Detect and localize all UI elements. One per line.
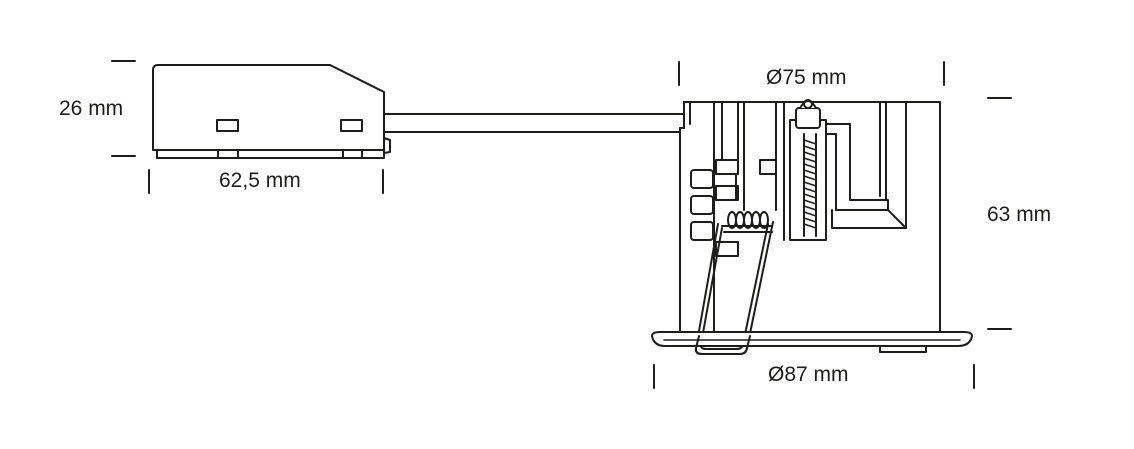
terminal-clips [690,159,739,257]
trim-flange [651,331,973,355]
junction-box [152,64,391,159]
dimension-label-flange-diameter: Ø87 mm [768,363,849,386]
dimension-label-height-box: 26 mm [59,97,124,120]
terminal-slot-left [216,119,239,132]
torsion-spring [721,211,773,233]
adjustment-mechanism [789,99,907,241]
dimension-label-housing-height: 63 mm [987,203,1052,226]
terminal-slot-right [340,119,363,132]
dimension-label-width-box: 62,5 mm [219,169,301,192]
dimension-label-housing-diameter: Ø75 mm [766,66,847,89]
dimension-ticks [111,60,1012,389]
connecting-cable [383,113,685,133]
